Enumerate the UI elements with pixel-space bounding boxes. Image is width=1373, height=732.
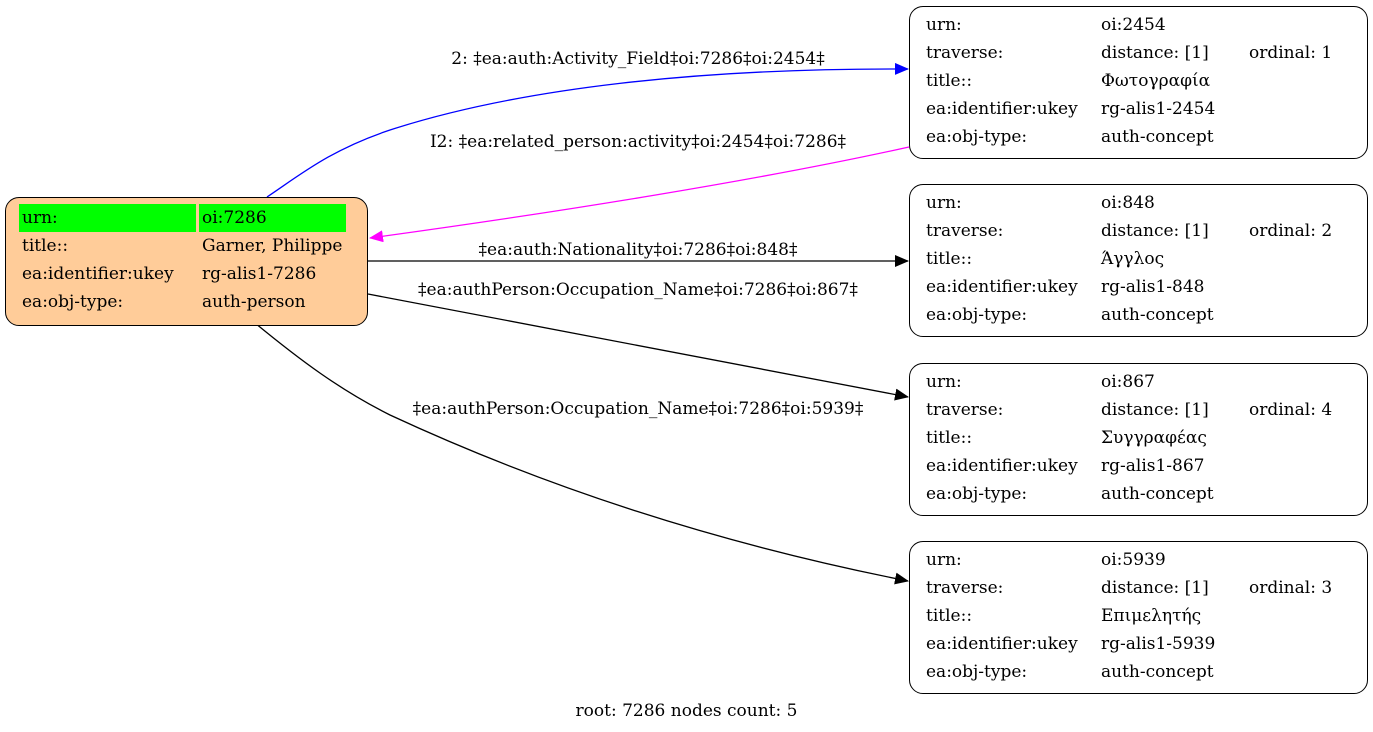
distance-value: distance: [1] bbox=[1101, 400, 1209, 420]
edge-occupation-5939 bbox=[254, 322, 909, 585]
ordinal-value: ordinal: 4 bbox=[1249, 400, 1333, 420]
root-type-row: ea:obj-type: auth-person bbox=[19, 288, 346, 316]
ukey-row: ea:identifier:ukey rg-alis1-5939 bbox=[921, 630, 1337, 658]
edge-label-occupation-867: ‡ea:authPerson:Occupation_Name‡oi:7286‡o… bbox=[418, 280, 858, 300]
ukey-value: rg-alis1-848 bbox=[1101, 277, 1205, 297]
urn-value: oi:2454 bbox=[1101, 15, 1166, 35]
node-table: urn: oi:2454 traverse: distance: [1] ord… bbox=[921, 11, 1337, 151]
urn-key: urn: bbox=[926, 15, 962, 35]
type-row: ea:obj-type: auth-concept bbox=[921, 658, 1337, 686]
root-urn-key: urn: bbox=[19, 204, 199, 232]
type-value: auth-concept bbox=[1101, 484, 1214, 504]
ukey-value: rg-alis1-2454 bbox=[1101, 99, 1216, 119]
urn-row: urn: oi:2454 bbox=[921, 11, 1337, 39]
root-title-value: Garner, Philippe bbox=[202, 236, 343, 256]
urn-row: urn: oi:5939 bbox=[921, 546, 1337, 574]
edge-occupation-867 bbox=[367, 293, 909, 401]
ukey-key: ea:identifier:ukey bbox=[926, 277, 1078, 297]
root-node-table: urn: oi:7286 title:: Garner, Philippe ea… bbox=[19, 204, 347, 316]
edge-label-occupation-5939: ‡ea:authPerson:Occupation_Name‡oi:7286‡o… bbox=[413, 399, 864, 419]
ordinal-value: ordinal: 3 bbox=[1249, 578, 1333, 598]
traverse-row: traverse: distance: [1] ordinal: 1 bbox=[921, 39, 1337, 67]
type-key: ea:obj-type: bbox=[926, 305, 1028, 325]
title-value: Συγγραφέας bbox=[1101, 428, 1207, 448]
title-key: title:: bbox=[926, 606, 973, 626]
ukey-key: ea:identifier:ukey bbox=[926, 99, 1078, 119]
traverse-key: traverse: bbox=[926, 578, 1004, 598]
node-table: urn: oi:5939 traverse: distance: [1] ord… bbox=[921, 546, 1337, 686]
type-row: ea:obj-type: auth-concept bbox=[921, 123, 1337, 151]
type-key: ea:obj-type: bbox=[926, 127, 1028, 147]
ordinal-value: ordinal: 1 bbox=[1249, 43, 1333, 63]
urn-key: urn: bbox=[926, 372, 962, 392]
traverse-key: traverse: bbox=[926, 43, 1004, 63]
type-value: auth-concept bbox=[1101, 662, 1214, 682]
root-ukey-key: ea:identifier:ukey bbox=[22, 264, 174, 284]
traverse-key: traverse: bbox=[926, 400, 1004, 420]
urn-key: urn: bbox=[926, 193, 962, 213]
title-value: Φωτογραφία bbox=[1101, 71, 1211, 91]
edge-activity-field bbox=[266, 62, 909, 198]
title-row: title:: Συγγραφέας bbox=[921, 424, 1337, 452]
graph-footer: root: 7286 nodes count: 5 bbox=[575, 701, 798, 721]
type-row: ea:obj-type: auth-concept bbox=[921, 480, 1337, 508]
edge-label-nationality: ‡ea:auth:Nationality‡oi:7286‡oi:848‡ bbox=[479, 240, 798, 260]
root-urn-row: urn: oi:7286 bbox=[19, 204, 347, 232]
ordinal-value: ordinal: 2 bbox=[1249, 221, 1333, 241]
ukey-row: ea:identifier:ukey rg-alis1-848 bbox=[921, 273, 1337, 301]
title-row: title:: Άγγλος bbox=[921, 245, 1337, 273]
traverse-row: traverse: distance: [1] ordinal: 2 bbox=[921, 217, 1337, 245]
edge-label-related-person-activity: I2: ‡ea:related_person:activity‡oi:2454‡… bbox=[430, 132, 847, 152]
urn-value: oi:867 bbox=[1101, 372, 1155, 392]
node-table: urn: oi:867 traverse: distance: [1] ordi… bbox=[921, 368, 1337, 508]
title-key: title:: bbox=[926, 428, 973, 448]
distance-value: distance: [1] bbox=[1101, 43, 1209, 63]
node-oi-5939[interactable]: urn: oi:5939 traverse: distance: [1] ord… bbox=[909, 541, 1368, 694]
root-urn-value: oi:7286 bbox=[199, 204, 347, 232]
node-table: urn: oi:848 traverse: distance: [1] ordi… bbox=[921, 189, 1337, 329]
urn-row: urn: oi:867 bbox=[921, 368, 1337, 396]
ukey-value: rg-alis1-867 bbox=[1101, 456, 1205, 476]
title-value: Επιμελητής bbox=[1101, 606, 1202, 626]
ukey-row: ea:identifier:ukey rg-alis1-2454 bbox=[921, 95, 1337, 123]
type-key: ea:obj-type: bbox=[926, 484, 1028, 504]
node-oi-867[interactable]: urn: oi:867 traverse: distance: [1] ordi… bbox=[909, 363, 1368, 516]
root-title-row: title:: Garner, Philippe bbox=[19, 232, 346, 260]
root-ukey-row: ea:identifier:ukey rg-alis1-7286 bbox=[19, 260, 346, 288]
root-node[interactable]: urn: oi:7286 title:: Garner, Philippe ea… bbox=[5, 197, 368, 326]
type-row: ea:obj-type: auth-concept bbox=[921, 301, 1337, 329]
distance-value: distance: [1] bbox=[1101, 221, 1209, 241]
title-value: Άγγλος bbox=[1101, 249, 1165, 269]
node-oi-848[interactable]: urn: oi:848 traverse: distance: [1] ordi… bbox=[909, 184, 1368, 337]
type-value: auth-concept bbox=[1101, 305, 1214, 325]
edge-label-activity-field: 2: ‡ea:auth:Activity_Field‡oi:7286‡oi:24… bbox=[451, 49, 825, 69]
type-value: auth-concept bbox=[1101, 127, 1214, 147]
root-title-key: title:: bbox=[22, 236, 69, 256]
root-type-key: ea:obj-type: bbox=[22, 292, 124, 312]
ukey-key: ea:identifier:ukey bbox=[926, 456, 1078, 476]
root-ukey-value: rg-alis1-7286 bbox=[202, 264, 317, 284]
distance-value: distance: [1] bbox=[1101, 578, 1209, 598]
traverse-row: traverse: distance: [1] ordinal: 4 bbox=[921, 396, 1337, 424]
ukey-key: ea:identifier:ukey bbox=[926, 634, 1078, 654]
traverse-row: traverse: distance: [1] ordinal: 3 bbox=[921, 574, 1337, 602]
urn-row: urn: oi:848 bbox=[921, 189, 1337, 217]
title-key: title:: bbox=[926, 249, 973, 269]
title-key: title:: bbox=[926, 71, 973, 91]
type-key: ea:obj-type: bbox=[926, 662, 1028, 682]
root-type-value: auth-person bbox=[202, 292, 306, 312]
ukey-row: ea:identifier:ukey rg-alis1-867 bbox=[921, 452, 1337, 480]
title-row: title:: Επιμελητής bbox=[921, 602, 1337, 630]
urn-value: oi:5939 bbox=[1101, 550, 1166, 570]
title-row: title:: Φωτογραφία bbox=[921, 67, 1337, 95]
node-oi-2454[interactable]: urn: oi:2454 traverse: distance: [1] ord… bbox=[909, 6, 1368, 159]
urn-value: oi:848 bbox=[1101, 193, 1155, 213]
urn-key: urn: bbox=[926, 550, 962, 570]
edge-related-person-activity bbox=[369, 146, 910, 243]
traverse-key: traverse: bbox=[926, 221, 1004, 241]
ukey-value: rg-alis1-5939 bbox=[1101, 634, 1216, 654]
